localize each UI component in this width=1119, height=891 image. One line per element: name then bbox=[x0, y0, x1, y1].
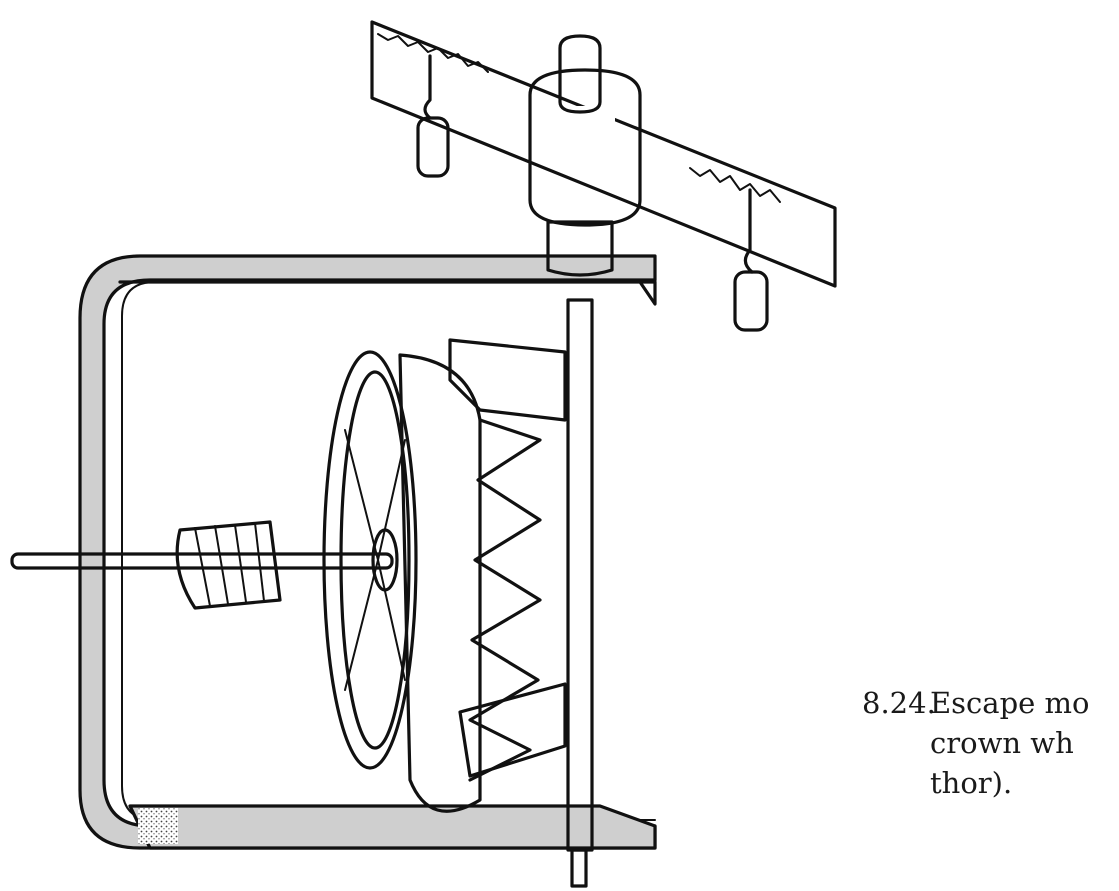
verge-collar bbox=[546, 220, 614, 277]
crown-wheel-drum bbox=[398, 353, 482, 813]
verge-rod bbox=[566, 298, 594, 888]
foliot-notches-left bbox=[377, 33, 489, 73]
right-weight-hook bbox=[743, 188, 754, 274]
foliot bbox=[370, 20, 837, 332]
caption-line-2: crown wh bbox=[930, 726, 1074, 760]
crown-wheel-rim bbox=[322, 350, 418, 770]
crown-wheel-teeth bbox=[468, 418, 542, 782]
foliot-notches-right bbox=[689, 167, 781, 203]
crown-wheel-face bbox=[339, 370, 411, 750]
crown-wheel-spokes bbox=[344, 429, 406, 691]
caption-line-1: Escape mo bbox=[930, 686, 1090, 720]
frame bbox=[78, 254, 657, 850]
top-plate bbox=[118, 280, 657, 306]
lower-pallet bbox=[458, 682, 567, 778]
bottom-plate-texture bbox=[138, 808, 178, 844]
upper-pallet bbox=[448, 338, 567, 422]
arbor bbox=[10, 520, 394, 610]
caption-line-3: thor). bbox=[930, 766, 1013, 800]
verge-cap bbox=[558, 34, 602, 114]
pinion-leaves bbox=[194, 522, 265, 607]
foliot-bar bbox=[370, 20, 837, 288]
figure-caption: 8.24.Escape mo crown wh thor). bbox=[862, 683, 1090, 803]
crown-wheel-hub bbox=[371, 528, 399, 592]
frame-inner-edge bbox=[121, 281, 656, 821]
pinion bbox=[175, 520, 282, 610]
left-weight bbox=[416, 116, 450, 178]
caption-number: 8.24. bbox=[862, 686, 936, 720]
right-weight bbox=[733, 270, 769, 332]
bottom-plate bbox=[128, 804, 657, 850]
crown-wheel bbox=[322, 350, 542, 813]
left-weight-hook bbox=[423, 54, 432, 120]
